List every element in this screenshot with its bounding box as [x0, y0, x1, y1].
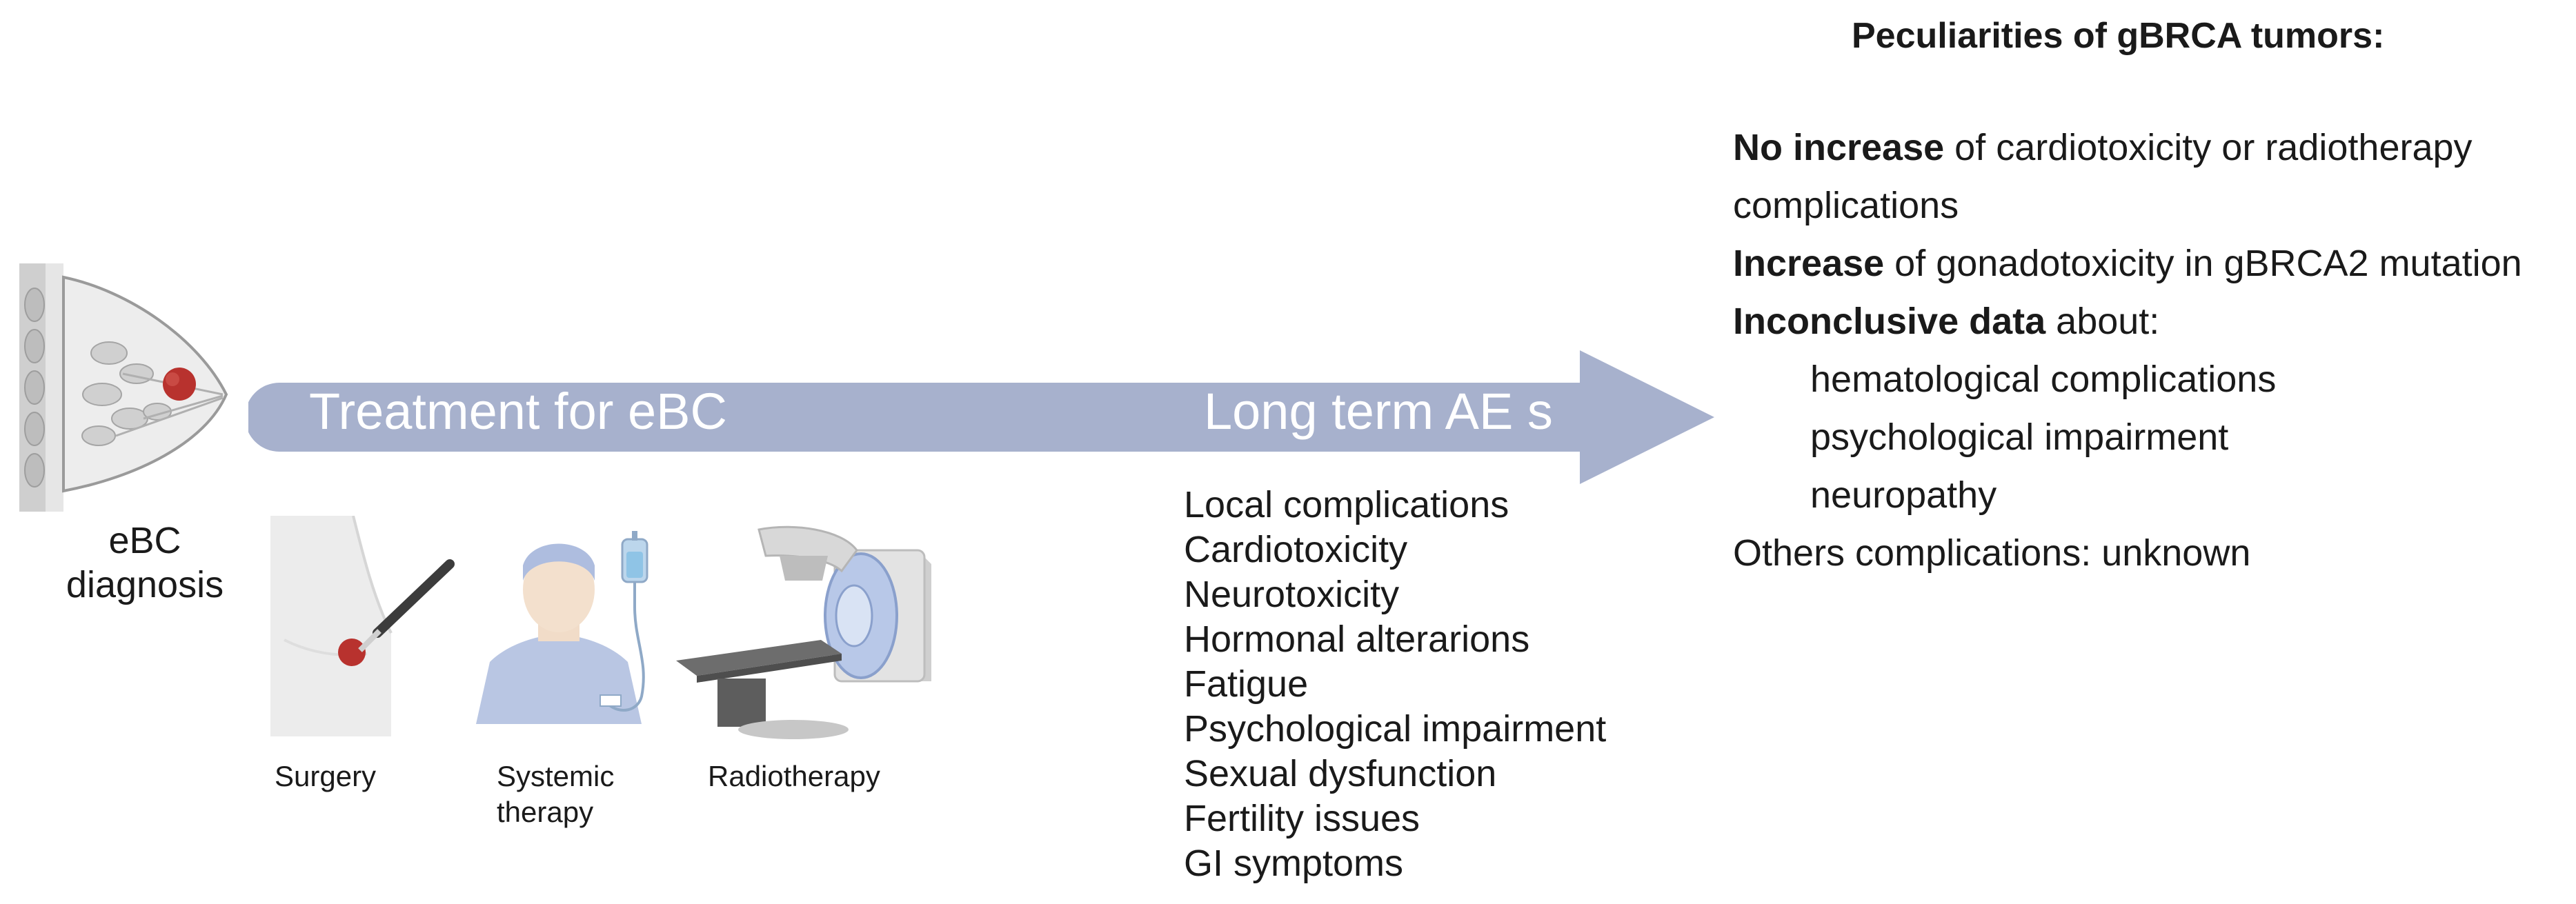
- ae-item: Fatigue: [1184, 663, 1309, 705]
- peculiarity-emphasis: Inconclusive data: [1733, 301, 2046, 342]
- peculiarity-no-increase: No increase of cardiotoxicity or radioth…: [1733, 119, 2522, 177]
- treatment-caption-surgery: Surgery: [275, 760, 377, 792]
- peculiarity-emphasis: Increase: [1733, 243, 1885, 284]
- peculiarity-increase: Increase of gonadotoxicity in gBRCA2 mut…: [1733, 234, 2522, 292]
- ae-item: Fertility issues: [1184, 798, 1420, 839]
- peculiarity-text: complications: [1733, 185, 1959, 226]
- adverse-events-list: Local complications Cardiotoxicity Neuro…: [1184, 483, 1606, 886]
- iv-infusion-patient-icon: [476, 531, 648, 724]
- peculiarity-text: of gonadotoxicity in gBRCA2 mutation: [1884, 243, 2522, 284]
- inconclusive-item: psychological impairment: [1810, 416, 2229, 458]
- arrow-label-long-term-ae: Long term AE s: [1204, 383, 1553, 440]
- ae-item: Hormonal alterarions: [1184, 619, 1530, 660]
- inconclusive-item: hematological complications: [1810, 359, 2277, 400]
- diagnosis-label: eBC diagnosis: [66, 520, 224, 605]
- peculiarity-inconclusive: Inconclusive data about:: [1733, 292, 2522, 350]
- treatment-caption-radiotherapy: Radiotherapy: [708, 760, 880, 792]
- linear-accelerator-icon: [676, 525, 931, 739]
- peculiarity-no-increase-cont: complications: [1733, 177, 2522, 234]
- peculiarity-others: Others complications: unknown: [1733, 532, 2251, 574]
- peculiarity-text: about:: [2045, 301, 2160, 342]
- peculiarity-emphasis: No increase: [1733, 127, 1945, 168]
- peculiarities-panel: No increase of cardiotoxicity or radioth…: [1733, 119, 2522, 582]
- peculiarities-title: Peculiarities of gBRCA tumors:: [1852, 16, 2385, 56]
- treatment-timeline-arrow: [248, 350, 1714, 484]
- ae-item: Local complications: [1184, 484, 1509, 525]
- ae-item: Psychological impairment: [1184, 708, 1607, 750]
- ae-item: Cardiotoxicity: [1184, 529, 1408, 570]
- surgery-scalpel-icon: [270, 516, 455, 736]
- ae-item: GI symptoms: [1184, 843, 1404, 884]
- breast-anatomy-icon: [19, 263, 228, 512]
- peculiarity-text: of cardiotoxicity or radiotherapy: [1944, 127, 2473, 168]
- ae-item: Neurotoxicity: [1184, 574, 1400, 615]
- treatment-caption-systemic-therapy: Systemic therapy: [497, 760, 615, 828]
- ae-item: Sexual dysfunction: [1184, 753, 1497, 794]
- arrow-label-treatment: Treatment for eBC: [309, 383, 727, 440]
- inconclusive-item: neuropathy: [1810, 474, 1997, 516]
